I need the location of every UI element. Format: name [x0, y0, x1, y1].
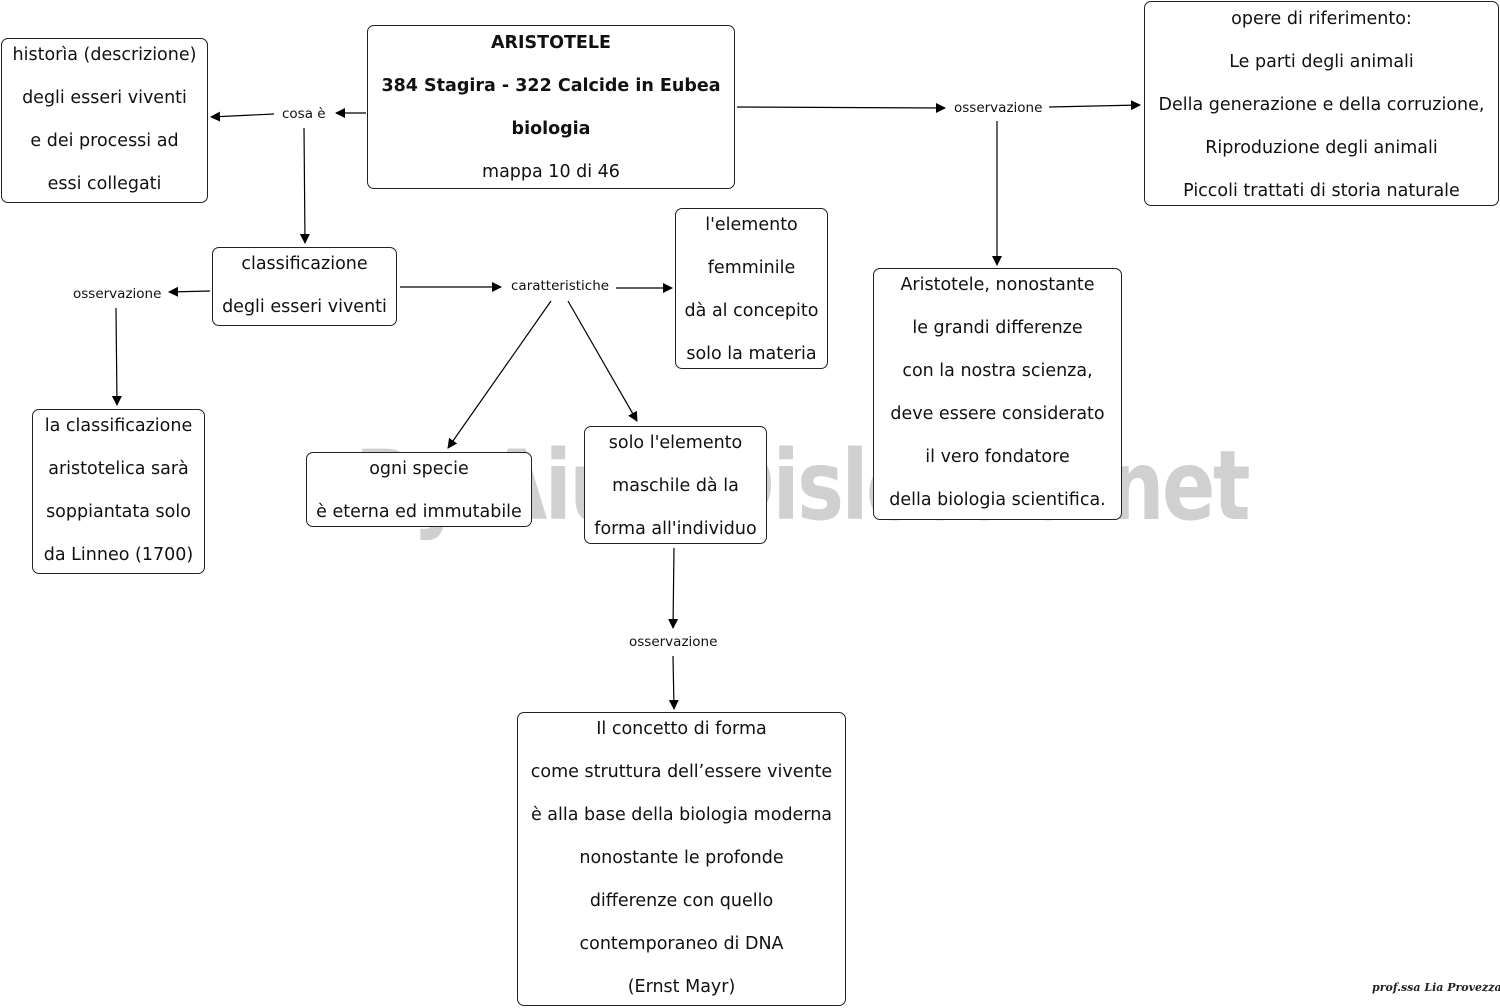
femminile-line: solo la materia	[686, 344, 817, 364]
linneo-line: la classificazione	[44, 416, 193, 436]
fondatore-line: deve essere considerato	[890, 404, 1105, 424]
femminile-line: l'elemento	[705, 215, 798, 235]
node-linneo[interactable]: la classificazione aristotelica sarà sop…	[32, 409, 205, 574]
forma-line: differenze con quello	[589, 891, 774, 911]
edge-osservazione-to-forma	[668, 655, 679, 710]
fondatore-line: il vero fondatore	[925, 447, 1070, 467]
aristotele-dates: 384 Stagira - 322 Calcide in Eubea	[381, 76, 721, 96]
fondatore-line: le grandi differenze	[912, 318, 1083, 338]
classificazione-line: degli esseri viventi	[222, 297, 387, 317]
opere-line: Riproduzione degli animali	[1205, 138, 1438, 158]
link-label-cosa-e[interactable]: cosa è	[278, 105, 330, 123]
specie-line: ogni specie	[369, 459, 469, 479]
forma-line: (Ernst Mayr)	[627, 977, 736, 997]
linneo-line: soppiantata solo	[46, 502, 191, 522]
opere-line: Della generazione e della corruzione,	[1158, 95, 1485, 115]
opere-line: opere di riferimento:	[1231, 9, 1412, 29]
node-fondatore[interactable]: Aristotele, nonostante le grandi differe…	[873, 268, 1122, 520]
fondatore-line: della biologia scientifica.	[889, 490, 1106, 510]
opere-line: Le parti degli animali	[1229, 52, 1414, 72]
node-specie[interactable]: ogni specie è eterna ed immutabile	[306, 452, 532, 527]
maschile-line: maschile dà la	[612, 476, 739, 496]
edge-osservazione-to-linneo	[111, 307, 122, 406]
edge-cosa-e-to-classificazione	[299, 127, 310, 244]
fondatore-line: con la nostra scienza,	[902, 361, 1093, 381]
edge-caratteristiche-to-specie	[447, 300, 552, 449]
node-forma[interactable]: Il concetto di forma come struttura dell…	[517, 712, 846, 1006]
edge-cosa-e-to-historia	[210, 111, 275, 122]
classificazione-line: classificazione	[241, 254, 368, 274]
specie-line: è eterna ed immutabile	[316, 502, 522, 522]
edge-caratteristiche-to-maschile	[567, 300, 638, 422]
historia-line: degli esseri viventi	[22, 88, 187, 108]
historia-line: historìa (descrizione)	[12, 45, 197, 65]
node-classificazione[interactable]: classificazione degli esseri viventi	[212, 247, 397, 326]
node-elemento-femminile[interactable]: l'elemento femminile dà al concepito sol…	[675, 208, 828, 369]
forma-line: come struttura dell’essere vivente	[530, 762, 833, 782]
opere-line: Piccoli trattati di storia naturale	[1183, 181, 1460, 201]
edge-maschile-to-osservazione	[668, 547, 679, 629]
edge-aristotele-to-osservazione	[736, 102, 946, 113]
edge-classificazione-to-osservazione	[168, 286, 211, 297]
forma-line: contemporaneo di DNA	[579, 934, 784, 954]
forma-line: è alla base della biologia moderna	[530, 805, 833, 825]
maschile-line: forma all'individuo	[594, 519, 757, 539]
node-opere[interactable]: opere di riferimento: Le parti degli ani…	[1144, 1, 1499, 206]
forma-line: Il concetto di forma	[596, 719, 767, 739]
linneo-line: aristotelica sarà	[48, 459, 189, 479]
femminile-line: dà al concepito	[684, 301, 819, 321]
aristotele-subject: biologia	[511, 119, 591, 139]
maschile-line: solo l'elemento	[608, 433, 743, 453]
link-label-osservazione-top[interactable]: osservazione	[950, 99, 1047, 117]
fondatore-line: Aristotele, nonostante	[900, 275, 1095, 295]
edge-osservazione-to-opere	[1048, 100, 1141, 111]
aristotele-title: ARISTOTELE	[491, 33, 611, 53]
node-elemento-maschile[interactable]: solo l'elemento maschile dà la forma all…	[584, 426, 767, 544]
aristotele-map-index: mappa 10 di 46	[482, 162, 620, 182]
link-label-osservazione-bottom[interactable]: osservazione	[625, 633, 722, 651]
historia-line: e dei processi ad	[30, 131, 179, 151]
linneo-line: da Linneo (1700)	[43, 545, 194, 565]
link-label-osservazione-left[interactable]: osservazione	[69, 285, 166, 303]
node-aristotele[interactable]: ARISTOTELE 384 Stagira - 322 Calcide in …	[367, 25, 735, 189]
author-signature: prof.ssa Lia Provezza	[1372, 981, 1500, 994]
link-label-caratteristiche[interactable]: caratteristiche	[507, 277, 614, 295]
node-historia[interactable]: historìa (descrizione) degli esseri vive…	[1, 38, 208, 203]
forma-line: nonostante le profonde	[579, 848, 784, 868]
femminile-line: femminile	[707, 258, 796, 278]
historia-line: essi collegati	[47, 174, 162, 194]
